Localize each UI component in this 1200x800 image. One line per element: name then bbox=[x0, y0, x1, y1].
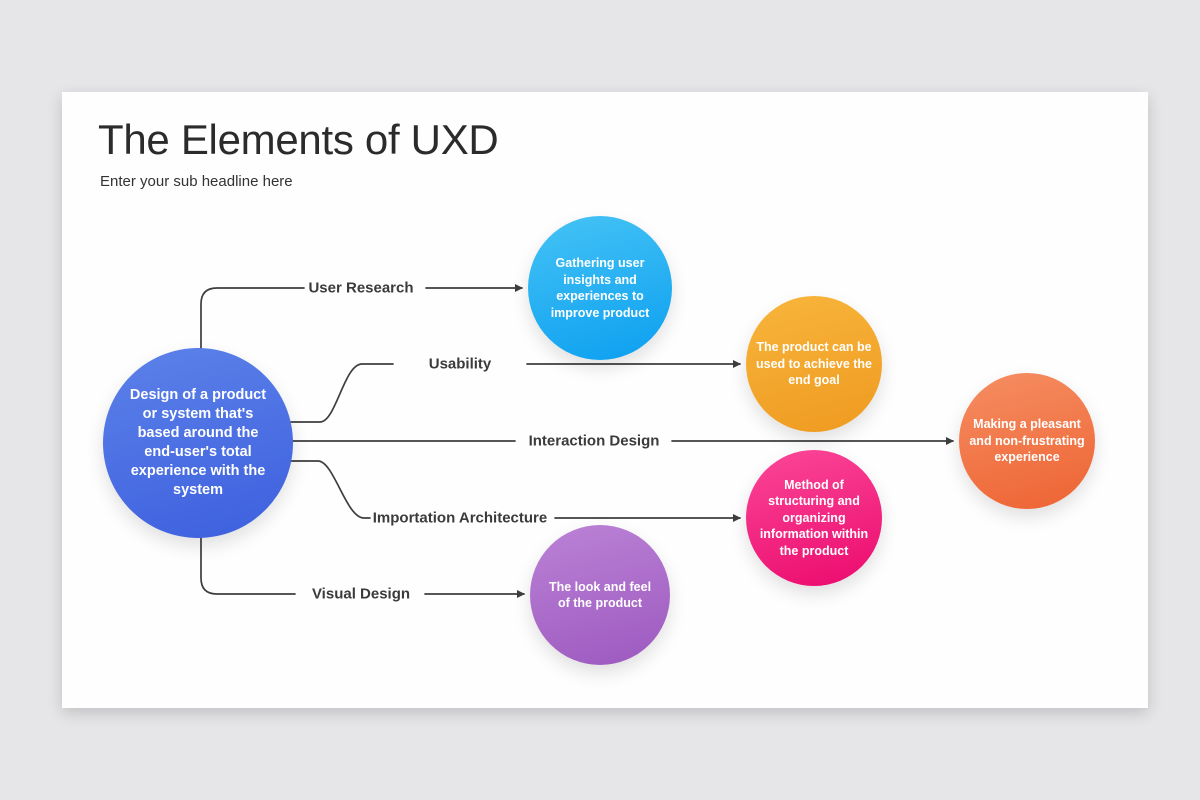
branch-label-importation-architecture: Importation Architecture bbox=[372, 509, 548, 527]
connector-visual-stem bbox=[200, 537, 296, 595]
branch-label-user-research: User Research bbox=[308, 279, 414, 297]
node-circle-importation-architecture: Method of structuring and organizing inf… bbox=[746, 450, 882, 586]
branch-label-interaction-design: Interaction Design bbox=[528, 432, 660, 450]
branch-label-usability: Usability bbox=[428, 355, 492, 373]
node-text-usability: The product can be used to achieve the e… bbox=[756, 340, 873, 388]
page-title: The Elements of UXD bbox=[98, 116, 499, 163]
node-circle-user-research: Gathering user insights and experiences … bbox=[528, 216, 672, 360]
connector-usability-stem bbox=[290, 363, 394, 423]
connector-user-research-stem bbox=[200, 287, 305, 349]
page-subtitle: Enter your sub headline here bbox=[100, 173, 293, 190]
node-circle-root: Design of a product or system that's bas… bbox=[103, 348, 293, 538]
node-text-visual-design: The look and feel of the product bbox=[548, 579, 652, 611]
connector-importation-stem bbox=[290, 460, 371, 519]
node-circle-visual-design: The look and feel of the product bbox=[530, 525, 670, 665]
node-text-user-research: Gathering user insights and experiences … bbox=[550, 256, 650, 320]
node-circle-usability: The product can be used to achieve the e… bbox=[746, 296, 882, 432]
node-circle-interaction-design: Making a pleasant and non-frustrating ex… bbox=[959, 373, 1095, 509]
node-text-importation-architecture: Method of structuring and organizing inf… bbox=[759, 477, 869, 558]
branch-label-visual-design: Visual Design bbox=[311, 585, 411, 603]
node-text-root: Design of a product or system that's bas… bbox=[129, 386, 267, 499]
slide-canvas: The Elements of UXD Enter your sub headl… bbox=[62, 92, 1148, 708]
node-text-interaction-design: Making a pleasant and non-frustrating ex… bbox=[969, 417, 1085, 465]
